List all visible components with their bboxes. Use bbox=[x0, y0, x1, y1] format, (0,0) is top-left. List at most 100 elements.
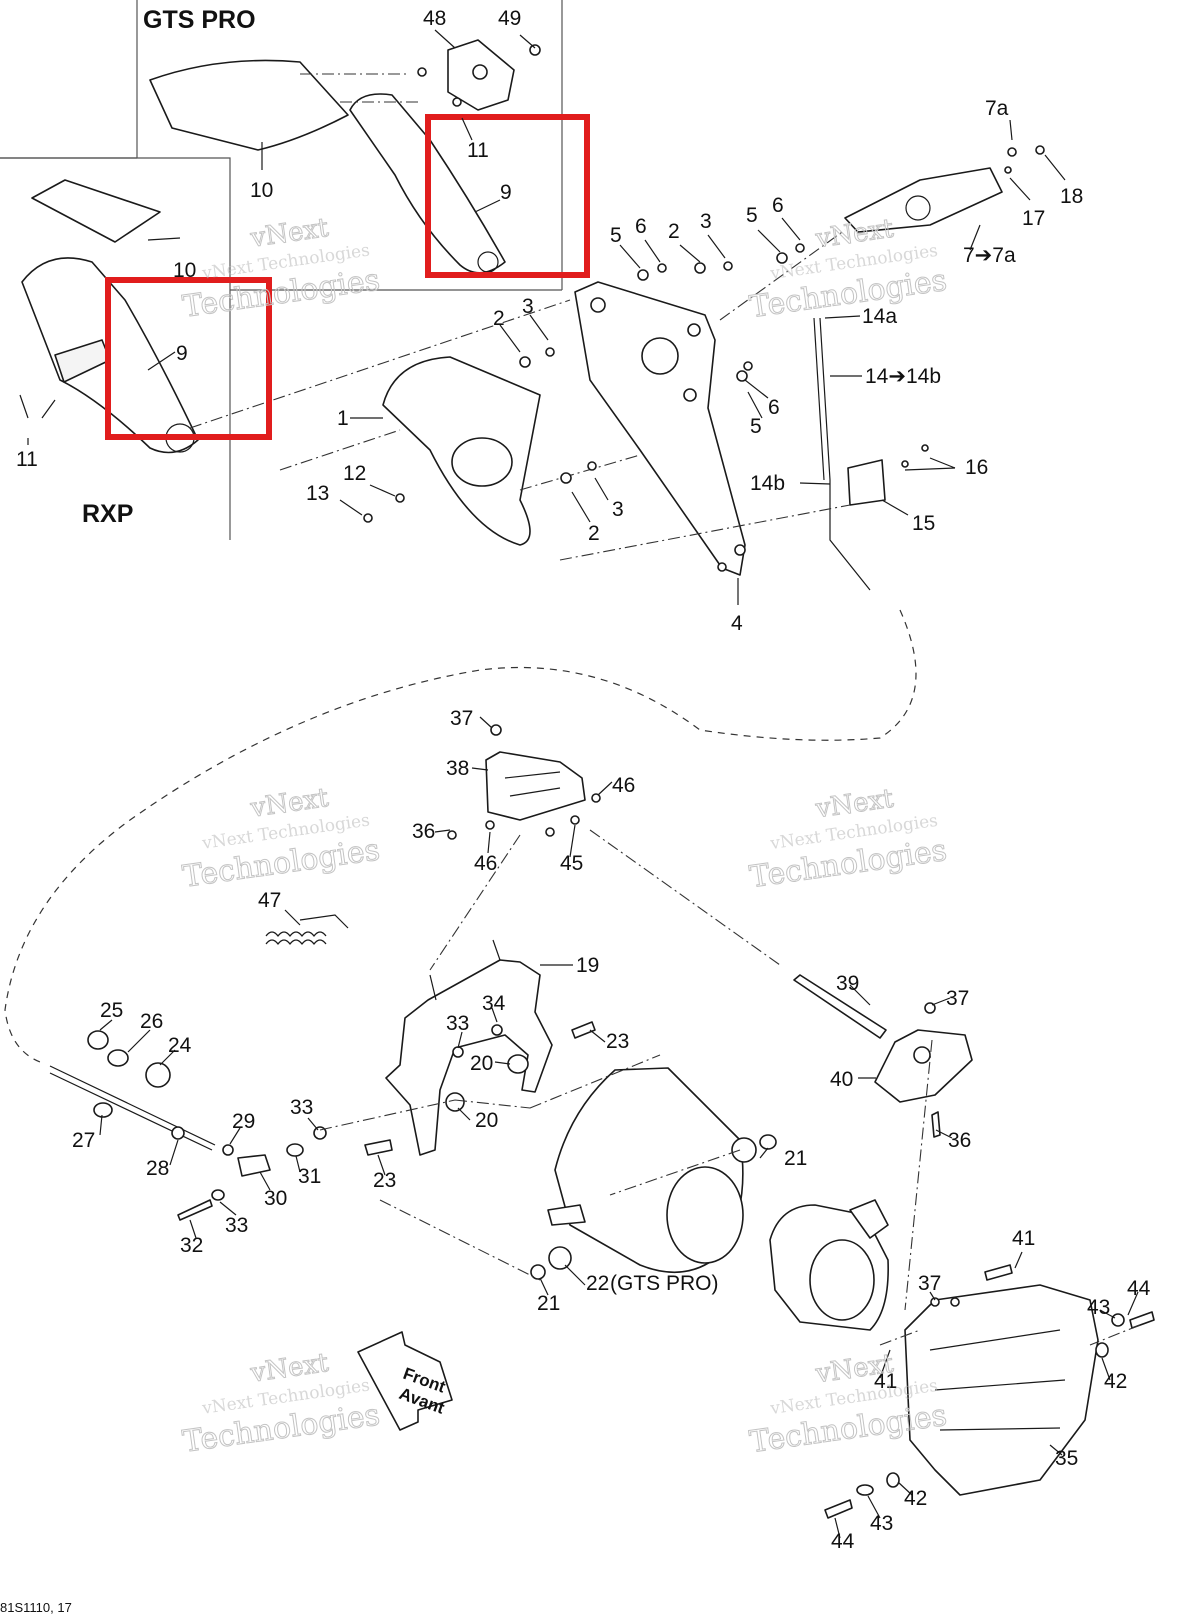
callout-22: 22 bbox=[586, 1272, 609, 1295]
highlight-box-gts-pro-part-9 bbox=[425, 114, 590, 278]
reverse-gate-19 bbox=[385, 939, 553, 1156]
callout-leaders bbox=[27, 29, 1139, 1539]
callout-1: 1 bbox=[337, 407, 349, 430]
callout-46b: 46 bbox=[474, 852, 497, 875]
callout-3b: 3 bbox=[522, 295, 534, 318]
callout-5c: 5 bbox=[750, 415, 762, 438]
watermark-mid-right: vNext vNext Technologies Technologies bbox=[747, 783, 949, 895]
callout-3c: 3 bbox=[612, 498, 624, 521]
callout-36b: 36 bbox=[948, 1129, 971, 1152]
callout-43b: 43 bbox=[870, 1512, 893, 1535]
rxp-variant-label: RXP bbox=[82, 500, 133, 528]
callout-43: 43 bbox=[1087, 1296, 1110, 1319]
gts-pro-deflector-plate bbox=[149, 59, 349, 151]
callout-11-rxp: 11 bbox=[16, 448, 38, 471]
callout-38: 38 bbox=[446, 757, 469, 780]
callout-19: 19 bbox=[576, 954, 599, 977]
callout-14a: 14a bbox=[862, 305, 897, 328]
callout-4: 4 bbox=[731, 612, 743, 635]
callout-16: 16 bbox=[965, 456, 988, 479]
callout-40: 40 bbox=[830, 1068, 853, 1091]
reverse-bucket-35 bbox=[904, 1284, 1099, 1496]
callout-26: 26 bbox=[140, 1010, 163, 1033]
callout-23: 23 bbox=[606, 1030, 629, 1053]
callout-10: 10 bbox=[250, 179, 273, 202]
callout-37c: 37 bbox=[918, 1272, 941, 1295]
link-rod-39 bbox=[793, 974, 887, 1039]
callout-44b: 44 bbox=[831, 1530, 855, 1553]
highlight-box-rxp-part-9 bbox=[105, 277, 272, 440]
diagram-reference-code: 81S1110, 17 bbox=[0, 1600, 72, 1615]
callout-47: 47 bbox=[258, 889, 281, 912]
callout-21b: 21 bbox=[537, 1292, 560, 1315]
callout-33b: 33 bbox=[290, 1096, 313, 1119]
callout-35: 35 bbox=[1055, 1447, 1078, 1470]
callout-14b: 14b bbox=[750, 472, 785, 495]
callout-37b: 37 bbox=[946, 987, 969, 1010]
support-plate-4 bbox=[574, 281, 746, 576]
bracket-40 bbox=[874, 1029, 973, 1103]
callout-2: 2 bbox=[668, 220, 680, 243]
callout-5: 5 bbox=[610, 224, 622, 247]
callout-20: 20 bbox=[470, 1052, 493, 1075]
spring-47 bbox=[265, 914, 349, 945]
callout-23b: 23 bbox=[373, 1169, 396, 1192]
callout-2b: 2 bbox=[493, 307, 505, 330]
callout-11: 11 bbox=[467, 139, 489, 162]
venturi-nozzle bbox=[769, 1199, 889, 1331]
callout-39: 39 bbox=[836, 972, 859, 995]
callout-9-rxp: 9 bbox=[176, 342, 188, 365]
callout-5b: 5 bbox=[746, 204, 758, 227]
callout-29: 29 bbox=[232, 1110, 255, 1133]
rxp-inset-panel bbox=[0, 157, 231, 540]
callout-12: 12 bbox=[343, 462, 366, 485]
callout-24: 24 bbox=[168, 1034, 192, 1057]
callout-46: 46 bbox=[612, 774, 635, 797]
callout-18: 18 bbox=[1060, 185, 1083, 208]
callout-2c: 2 bbox=[588, 522, 600, 545]
bracket-38 bbox=[485, 724, 586, 821]
screw-11b bbox=[452, 97, 462, 107]
jet-pump-housing bbox=[547, 1067, 744, 1273]
callout-7a: 7a bbox=[985, 97, 1009, 120]
callout-10-rxp: 10 bbox=[173, 259, 196, 282]
watermark-mid-left: vNext vNext Technologies Technologies bbox=[180, 782, 382, 895]
callout-30: 30 bbox=[264, 1187, 287, 1210]
callout-25: 25 bbox=[100, 999, 123, 1022]
small-hardware-lower bbox=[87, 793, 1155, 1519]
callout-7-to-7a: 7➔7a bbox=[963, 244, 1016, 267]
callout-32: 32 bbox=[180, 1234, 203, 1257]
callout-6c: 6 bbox=[768, 396, 780, 419]
callout-48: 48 bbox=[423, 7, 446, 30]
callout-14-to-14b: 14➔14b bbox=[865, 365, 941, 388]
callout-37: 37 bbox=[450, 707, 473, 730]
callout-31: 31 bbox=[298, 1165, 321, 1188]
callout-13: 13 bbox=[306, 482, 329, 505]
callout-42b: 42 bbox=[904, 1487, 927, 1510]
watermark-bottom-left: vNext vNext Technologies Technologies bbox=[180, 1347, 382, 1460]
cable-end-27 bbox=[49, 1065, 216, 1151]
callout-36: 36 bbox=[412, 820, 435, 843]
cable-14 bbox=[813, 317, 871, 591]
callout-22-note: (GTS PRO) bbox=[610, 1272, 719, 1295]
callout-28: 28 bbox=[146, 1157, 169, 1180]
callout-3: 3 bbox=[700, 210, 712, 233]
screw-11 bbox=[417, 67, 427, 77]
callout-41: 41 bbox=[1012, 1227, 1035, 1250]
callout-15: 15 bbox=[912, 512, 935, 535]
gts-pro-bracket-48 bbox=[447, 39, 515, 111]
cable-bracket-15 bbox=[847, 459, 886, 506]
gts-pro-variant-label: GTS PRO bbox=[143, 6, 256, 34]
callout-45: 45 bbox=[560, 852, 583, 875]
callout-27: 27 bbox=[72, 1129, 95, 1152]
small-hardware-upper bbox=[363, 145, 1045, 523]
callout-6: 6 bbox=[635, 215, 647, 238]
callout-9: 9 bbox=[500, 181, 512, 204]
callout-17: 17 bbox=[1022, 207, 1045, 230]
callout-41b: 41 bbox=[874, 1370, 897, 1393]
callout-49: 49 bbox=[498, 7, 521, 30]
callout-34: 34 bbox=[482, 992, 506, 1015]
callout-33c: 33 bbox=[225, 1214, 248, 1237]
cable-routing-path bbox=[4, 609, 917, 1063]
